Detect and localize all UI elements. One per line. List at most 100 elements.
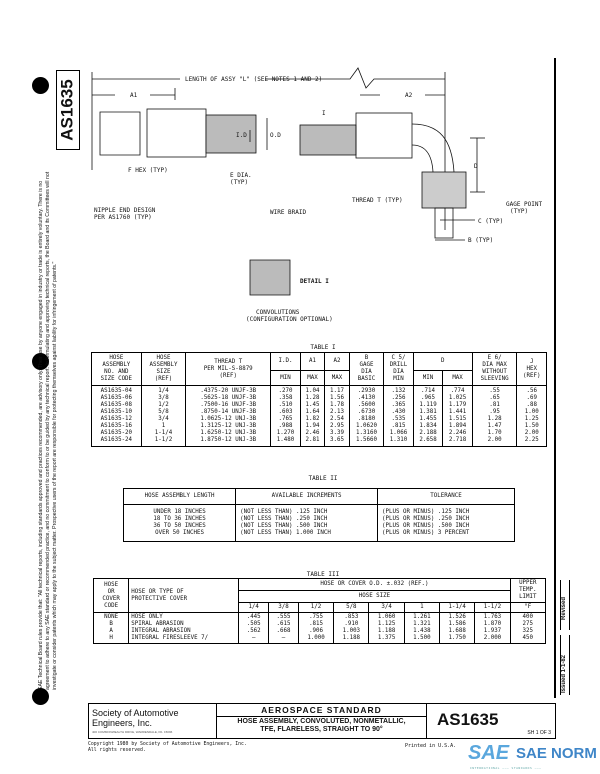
length-label: LENGTH OF ASSY "L" (SEE NOTES 1 AND 2) — [185, 76, 322, 83]
t2-col-increments: (NOT LESS THAN) .125 INCH (NOT LESS THAN… — [235, 504, 379, 542]
t3-col-value: .853 .910 1.003 1.188 — [333, 612, 370, 644]
document-number: AS1635 — [437, 710, 499, 729]
t3-header-type: HOSE OR TYPE OF PROTECTIVE COVER — [128, 578, 240, 613]
t1-subheader: MIN — [270, 370, 301, 386]
e-dia-typ-label: (TYP) — [230, 179, 248, 186]
socket-left — [146, 108, 207, 158]
drawing-frame — [88, 58, 556, 698]
binder-hole-middle — [32, 353, 49, 370]
printed-in: Printed in U.S.A. — [405, 743, 457, 749]
t1-header: THREAD T PER MIL-S-8879 (REF) — [185, 352, 272, 386]
nipple-spec-label: PER AS1760 (TYP) — [94, 214, 152, 221]
t2-header: AVAILABLE INCREMENTS — [235, 488, 379, 505]
nut-right — [421, 171, 467, 209]
watermark-sub: INTERNATIONAL ——— STANDARDS ——— — [470, 766, 542, 770]
t1-col-e: .55 .65 .81 .95 1.28 1.47 1.70 2.00 — [471, 385, 518, 447]
t1-header: A1 — [299, 352, 326, 371]
detail-i-label: DETAIL I — [300, 278, 329, 285]
t1-header: D — [412, 352, 473, 371]
t3-col-value: .555 .615 .668 — — [268, 612, 299, 644]
t1-header: HOSE ASSEMBLY NO. AND SIZE CODE — [91, 352, 142, 386]
t3-size: 1/2 — [297, 602, 335, 613]
t1-data-row: AS1635-04 AS1635-06 AS1635-08 AS1635-10 … — [91, 385, 547, 447]
nipple-right — [434, 207, 454, 239]
t3-col-value: 1.060 1.125 1.188 1.375 — [368, 612, 405, 644]
t3-size: 1-1/4 — [439, 602, 476, 613]
table3-caption: TABLE III — [306, 571, 340, 578]
t3-header-temp: UPPER TEMP. LIMIT — [509, 578, 547, 603]
t3-size: 1-1/2 — [474, 602, 511, 613]
t3-header-code: HOSE OR COVER CODE — [92, 578, 130, 613]
table2: HOSE ASSEMBLY LENGTH AVAILABLE INCREMENT… — [122, 488, 515, 542]
t1-col-c: .132 .256 .365 .430 .535 .815 1.066 1.31… — [383, 385, 414, 447]
t3-size: 1/4 — [238, 602, 270, 613]
watermark-mark: SAE — [468, 742, 510, 764]
b-typ-label: B (TYP) — [468, 237, 493, 244]
convolutions-label: CONVOLUTIONS — [256, 309, 300, 316]
hose-assembly-drawing: LENGTH OF ASSY "L" (SEE NOTES 1 AND 2) A… — [91, 67, 543, 323]
document-title: HOSE ASSEMBLY, CONVOLUTED, NONMETALLIC, … — [237, 718, 406, 733]
table2-caption: TABLE II — [308, 475, 338, 482]
t1-header: B GAGE DIA BASIC — [348, 352, 385, 386]
org-address: 400 COMMONWEALTH DRIVE, WARRENDALE, PA. … — [92, 730, 173, 734]
t3-temp-unit: °F — [509, 602, 547, 613]
nut-left — [99, 111, 141, 156]
standard-type: AEROSPACE STANDARD — [217, 704, 426, 717]
t2-col-length: UNDER 18 INCHES 18 TO 36 INCHES 36 TO 50… — [122, 504, 237, 542]
t2-header: TOLERANCE — [377, 488, 515, 505]
binder-hole-bottom — [32, 688, 49, 705]
t1-subheader: MAX — [442, 370, 473, 386]
issued-strip: Issued 1-1-82 — [560, 635, 570, 695]
t1-header: I.D. — [270, 352, 301, 371]
t3-size: 1 — [403, 602, 441, 613]
copyright: Copyright 1980 by Society of Automotive … — [88, 742, 247, 753]
side-doc-number-text: AS1635 — [58, 79, 77, 141]
t3-size: 3/8 — [268, 602, 299, 613]
length-dim-line-right — [265, 67, 445, 89]
thread-label: THREAD T (TYP) — [352, 197, 403, 204]
t1-header: C 5/ DRILL DIA MIN — [383, 352, 414, 386]
t1-col-d-min: .714 .965 1.119 1.381 1.455 1.834 2.188 … — [412, 385, 444, 447]
sheet-number: SH 1 OF 3 — [527, 730, 551, 736]
f-hex-label: F HEX (TYP) — [128, 167, 168, 174]
t3-data-row: NONE B A H HOSE ONLY SPIRAL ABRASION INT… — [92, 612, 547, 644]
gage-point-label: GAGE POINT — [506, 201, 543, 208]
t1-header: HOSE ASSEMBLY SIZE (REF) — [140, 352, 187, 386]
t3-col-codes: NONE B A H — [92, 612, 130, 644]
org-cell: Society of Automotive Engineers, Inc. 40… — [89, 704, 217, 738]
t3-size: 3/4 — [368, 602, 405, 613]
hose-left — [205, 114, 257, 154]
issued-label: Issued 1-1-82 — [561, 654, 567, 693]
title-cell: AEROSPACE STANDARD HOSE ASSEMBLY, CONVOL… — [217, 704, 427, 738]
t3-col-types: HOSE ONLY SPIRAL ABRASION INTEGRAL ABRAS… — [128, 612, 240, 644]
t3-col-value: .445 .505 .562 — — [238, 612, 270, 644]
t3-header-size: HOSE SIZE — [238, 590, 511, 603]
nipple-label: NIPPLE END DESIGN — [94, 207, 156, 214]
t1-col-d-max: .774 1.025 1.179 1.441 1.515 1.894 2.246… — [442, 385, 473, 447]
t3-col-value: 1.526 1.586 1.688 1.750 — [439, 612, 476, 644]
disclaimer-text: SAE Technical Board rules provide that: … — [38, 171, 58, 690]
side-doc-number: AS1635 — [56, 70, 80, 150]
sae-norm-watermark-logo: SAE SAE NORM INTERNATIONAL ——— STANDARDS… — [468, 742, 600, 772]
t3-col-value: 1.763 1.870 1.937 2.000 — [474, 612, 511, 644]
t1-col-id: .270 .358 .510 .603 .765 .988 1.270 1.48… — [270, 385, 301, 447]
elbow-inner — [411, 144, 434, 173]
org-name: Society of Automotive Engineers, Inc. — [92, 708, 179, 728]
t3-col-value: .755 .815 .906 1.000 — [297, 612, 335, 644]
t1-col-size: 1/4 3/8 1/2 5/8 3/4 1 1-1/4 1-1/2 — [140, 385, 187, 447]
hose-right — [299, 124, 357, 156]
number-cell: AS1635 SH 1 OF 3 — [427, 704, 555, 738]
gage-point-typ-label: (TYP) — [510, 208, 528, 215]
t1-col-thread: .4375-20 UNJF-3B .5625-18 UNJF-3B .7500-… — [185, 385, 272, 447]
t1-header: E 6/ DIA MAX WITHOUT SLEEVING — [471, 352, 518, 386]
title-block: Society of Automotive Engineers, Inc. 40… — [88, 703, 556, 739]
binder-hole-top — [32, 77, 49, 94]
t1-col-part-no: AS1635-04 AS1635-06 AS1635-08 AS1635-10 … — [91, 385, 142, 447]
t3-col-value: 1.261 1.321 1.438 1.500 — [403, 612, 441, 644]
t3-header-od: HOSE OR COVER O.D. ±.032 (REF.) — [238, 578, 511, 591]
e-dia-label: E DIA. — [230, 172, 252, 179]
detail-i-section — [249, 259, 291, 296]
t1-subheader: MAX — [299, 370, 326, 386]
t1-header: J HEX (REF) — [516, 352, 547, 386]
t1-col-b: .2930 .4130 .5600 .6730 .8180 1.0620 1.3… — [348, 385, 385, 447]
